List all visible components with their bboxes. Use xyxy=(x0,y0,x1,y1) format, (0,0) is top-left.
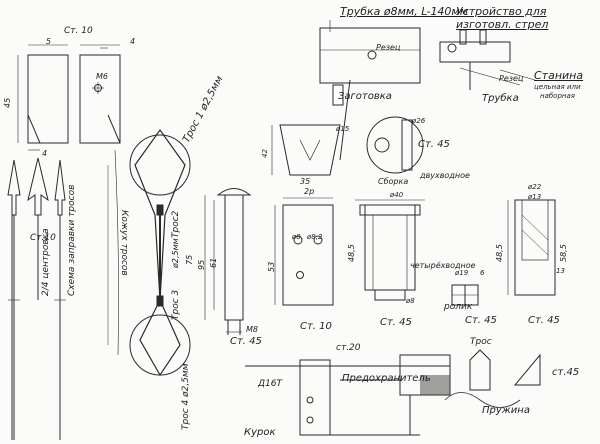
label-st45-c: Ст. 45 xyxy=(380,317,412,328)
label-tros-dia: ø2,5мм xyxy=(171,238,180,268)
label-sxema: Схема заправки тросов xyxy=(67,184,77,296)
label-tros-3: Трос 3 xyxy=(171,289,181,320)
label-chetyrehvodnoe: четырёхводное xyxy=(410,261,476,270)
label-stanina-sub2: наборная xyxy=(540,92,575,100)
label-st45-e: Ст. 45 xyxy=(528,315,560,326)
dim-95: 95 xyxy=(197,259,206,270)
dim-8: ø8 xyxy=(292,233,301,241)
dim-6: 6 xyxy=(480,269,485,277)
label-tros-br: Трос xyxy=(470,337,492,347)
label-dvuhvodnoe: двухводное xyxy=(420,171,470,180)
label-st10-left: Ст.10 xyxy=(30,233,56,243)
cylinder-assembly xyxy=(355,199,425,301)
label-tros-4: Трос 4 ø2,5мм xyxy=(181,363,191,430)
plate-st10-top xyxy=(17,44,121,151)
label-rezec-1: Резец xyxy=(376,43,401,52)
label-trubka: Трубка xyxy=(482,93,519,104)
roller-part xyxy=(451,284,479,306)
label-st45-d: Ст. 45 xyxy=(465,315,497,326)
label-stanina: Станина xyxy=(534,69,584,82)
block-st10 xyxy=(274,197,334,306)
label-zagotovka: Заготовка xyxy=(338,91,392,102)
label-m6: М6 xyxy=(96,72,108,81)
dim-35: 35 xyxy=(300,177,311,186)
label-predohranitel: Предохранитель xyxy=(342,373,431,384)
dim-61: 61 xyxy=(209,257,218,268)
label-st45-b: Ст. 45 xyxy=(230,336,262,347)
label-st45-a: Ст. 45 xyxy=(418,139,450,150)
tube-part xyxy=(319,20,421,161)
dim-485b: 48,5 xyxy=(495,244,504,262)
dim-40: ø40 xyxy=(390,191,404,199)
dim-4a: 4 xyxy=(130,37,136,46)
label-pruzhina: Пружина xyxy=(482,405,530,416)
dim-585: 58,5 xyxy=(559,244,568,262)
trigger-assembly xyxy=(245,349,541,436)
label-m8: М8 xyxy=(246,325,258,334)
dim-82: ø8,2 xyxy=(307,233,323,241)
dim-13: ø13 xyxy=(528,193,542,201)
label-d16t: Д16Т xyxy=(258,379,282,389)
arrowheads-left xyxy=(7,157,66,440)
dim-15: ø15 xyxy=(336,125,350,133)
label-st10-mid: Ст. 10 xyxy=(300,321,332,332)
label-st45-f: ст.45 xyxy=(552,367,580,378)
dim-19: ø19 xyxy=(455,269,469,277)
dim-485: 48,5 xyxy=(347,244,356,262)
label-kozhuh: Кожух тросов xyxy=(119,210,129,276)
dim-5: 5 xyxy=(46,37,52,46)
trapezoid-part xyxy=(271,124,341,176)
bolt-part xyxy=(204,188,252,335)
label-rolik: ролик xyxy=(444,302,473,312)
clamp-disc xyxy=(366,116,424,174)
arrow-making-device xyxy=(439,29,536,90)
label-st10-top: Ст. 10 xyxy=(64,26,93,36)
label-rezec-2: Резец xyxy=(499,74,524,83)
cable-schema xyxy=(107,128,191,377)
dim-13b: 13 xyxy=(556,267,565,275)
dim-4b: 4 xyxy=(42,149,48,158)
label-sborka: Сборка xyxy=(378,177,409,186)
label-device-title: Устройство для изготовл. стрел xyxy=(456,5,549,31)
dim-26: ø26 xyxy=(412,117,426,125)
sleeve-part xyxy=(507,199,556,296)
dim-53: 53 xyxy=(267,261,276,272)
label-tros-2: Трос2 xyxy=(171,210,181,238)
dim-8b: ø8 xyxy=(406,297,415,305)
label-stanina-sub1: цельная или xyxy=(534,83,581,91)
dim-22: ø22 xyxy=(528,183,542,191)
label-tube-title: Трубка ø8мм, L-140мм xyxy=(340,5,469,18)
dim-42: 42 xyxy=(261,149,269,158)
dim-2p: 2р xyxy=(304,187,315,196)
dim-45: 45 xyxy=(3,97,12,108)
label-kurok: Курок xyxy=(244,427,276,438)
dim-75: 75 xyxy=(185,254,194,265)
label-st20: ст.20 xyxy=(336,343,361,353)
